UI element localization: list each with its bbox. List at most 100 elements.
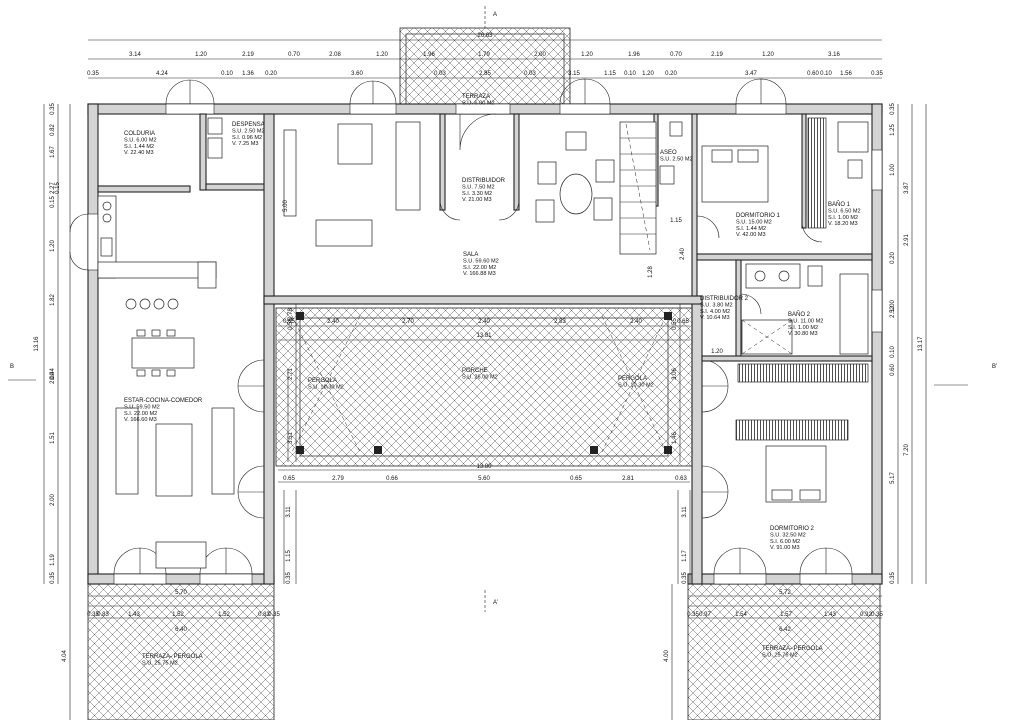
dimension-label-porch-bottom: 2.79 (332, 476, 344, 482)
staircase (619, 121, 657, 255)
room-name: TERRAZA- PERGOLA (762, 646, 823, 652)
dimension-label-top: 0.10 (820, 71, 832, 77)
dimension-label-left: 2.00 (50, 372, 56, 384)
room-name: PERGOLA (308, 378, 337, 384)
pantry-fixtures (207, 117, 223, 159)
bed-dormitorio-1 (696, 145, 769, 239)
dimension-label-top: 1.96 (423, 52, 435, 58)
dimension-label-porch-right: 3.06 (672, 368, 678, 380)
side-windows (69, 149, 883, 519)
bottom-windows (113, 547, 853, 585)
room-name: ESTAR-COCINA-COMEDOR (124, 398, 203, 404)
dimension-label-top: 2.85 (479, 71, 491, 77)
dimension-label-left: 1.19 (50, 554, 56, 566)
room-area: S.U. 2.50 M2 (232, 128, 265, 134)
dimension-label-dist2: 1.20 (711, 349, 723, 355)
room-area: S.U. 15.00 M2 (736, 219, 772, 225)
dimension-label-top: 1.20 (195, 52, 207, 58)
dimension-label-stair: 2.40 (680, 248, 686, 260)
room-area: S.I. 1.44 M2 (736, 226, 766, 232)
dimension-lines (8, 6, 968, 720)
dimension-label-right: 1.00 (890, 164, 896, 176)
dimension-label-bottom-left: 0.35 (87, 612, 99, 618)
dimension-label-right: 2.91 (904, 234, 910, 246)
dimension-label-top: 0.60 (807, 71, 819, 77)
dimension-label-top: 0.20 (265, 71, 277, 77)
dimension-label-overall-top: 26.63 (477, 33, 493, 39)
bano1-fixtures (801, 117, 869, 243)
dining-table (131, 329, 195, 377)
dimension-label-top: 2.19 (242, 52, 254, 58)
dimension-label-left-wing: 0.35 (286, 572, 292, 584)
dimension-label-top: 4.24 (156, 71, 168, 77)
dimension-label-right-wing: 1.17 (682, 550, 688, 562)
dimension-label-bottom-left: 0.35 (268, 612, 280, 618)
dimension-label-bottom-right: 0.92 (860, 612, 872, 618)
interior-walls (97, 113, 873, 362)
room-label-dormitorio2: DORMITORIO 2S.U. 32.50 M2S.I. 6.00 M2V. … (770, 526, 815, 551)
dimension-label-porch-bottom-overall: 13.80 (476, 464, 492, 470)
dimension-label-left-wing: 3.11 (286, 506, 292, 518)
dimension-label-left: 1.20 (50, 240, 56, 252)
room-name: DISTRIBUIDOR (462, 178, 506, 184)
room-area: S.I. 1.00 M2 (788, 325, 818, 331)
dimension-label-top: 3.47 (745, 71, 757, 77)
kitchen-fixtures (97, 195, 217, 310)
section-mark-b-left: B (10, 364, 14, 370)
dimension-label-right: 1.25 (890, 124, 896, 136)
dimension-label-porch-top: 0.65 (283, 319, 295, 325)
dimension-label-right: 3.87 (904, 182, 910, 194)
dimension-label-left-wing: 1.15 (286, 550, 292, 562)
dormitorio2-furniture (735, 363, 869, 503)
dimension-label-porch-bottom: 2.81 (622, 476, 634, 482)
dimension-label-bottom-right: 0.35 (871, 612, 883, 618)
room-name: TERRAZA- PERGOLA (142, 654, 203, 660)
dimension-label-porch-bottom: 0.65 (283, 476, 295, 482)
room-name: DORMITORIO 2 (770, 526, 815, 532)
room-area: V. 22.40 M3 (124, 150, 154, 156)
terrace-pergola-left-hatch (87, 582, 275, 720)
room-name: BAÑO 2 (788, 311, 811, 318)
dimension-label-right-wing: 0.35 (682, 572, 688, 584)
dimension-label-bottom-right: 5.72 (779, 590, 791, 596)
room-area: S.U. 59.50 M2 (124, 404, 160, 410)
room-area: S.U. 10.30 M2 (618, 382, 654, 388)
dimension-label-bottom-left: 0.83 (97, 612, 109, 618)
dimension-label-top: 0.20 (665, 71, 677, 77)
sala-furniture (283, 121, 615, 247)
dimension-label-porch-top: 2.40 (478, 319, 490, 325)
dimension-label-porch-left: 0.55 (288, 318, 294, 330)
dimension-label-bottom-right: 0.97 (699, 612, 711, 618)
room-area: S.I. 0.96 M2 (232, 135, 262, 141)
room-area: S.U. 32.50 M2 (770, 532, 806, 538)
room-name: COLDURIA (124, 131, 155, 137)
dimension-label-right: 0.10 (890, 346, 896, 358)
dimension-label-porch-bottom: 0.66 (386, 476, 398, 482)
dimension-label-right-wing: 3.11 (682, 506, 688, 518)
dimension-label-porch-bottom: 0.65 (570, 476, 582, 482)
dimension-label-misc: 0.15 (55, 182, 61, 194)
dimension-label-porch-top: 2.40 (630, 319, 642, 325)
room-area: S.U. 6.00 M2 (124, 137, 157, 143)
dimension-label-stair: 1.15 (670, 218, 682, 224)
room-label-dormitorio1: DORMITORIO 1S.U. 15.00 M2S.I. 1.44 M2V. … (736, 213, 781, 238)
room-area: S.I. 4.00 M2 (700, 309, 730, 315)
room-area: S.I. 22.00 M2 (124, 411, 157, 417)
dimension-label-bottom-left: 1.52 (172, 612, 184, 618)
room-area: S.I. 1.44 M2 (124, 144, 154, 150)
room-area: V. 42.00 M3 (736, 232, 766, 238)
room-label-bano2: BAÑO 2S.U. 11.00 M2S.I. 1.00 M2V. 30.80 … (788, 311, 823, 337)
room-name: ASEO (660, 150, 677, 156)
room-area: S.U. 2.50 M2 (660, 156, 693, 162)
room-area: S.U. 26.00 M2 (462, 374, 498, 380)
room-area: S.I. 22.00 M2 (463, 265, 496, 271)
room-area: S.U. 25.75 M2 (142, 660, 178, 666)
room-area: V. 91.00 M3 (770, 545, 800, 551)
